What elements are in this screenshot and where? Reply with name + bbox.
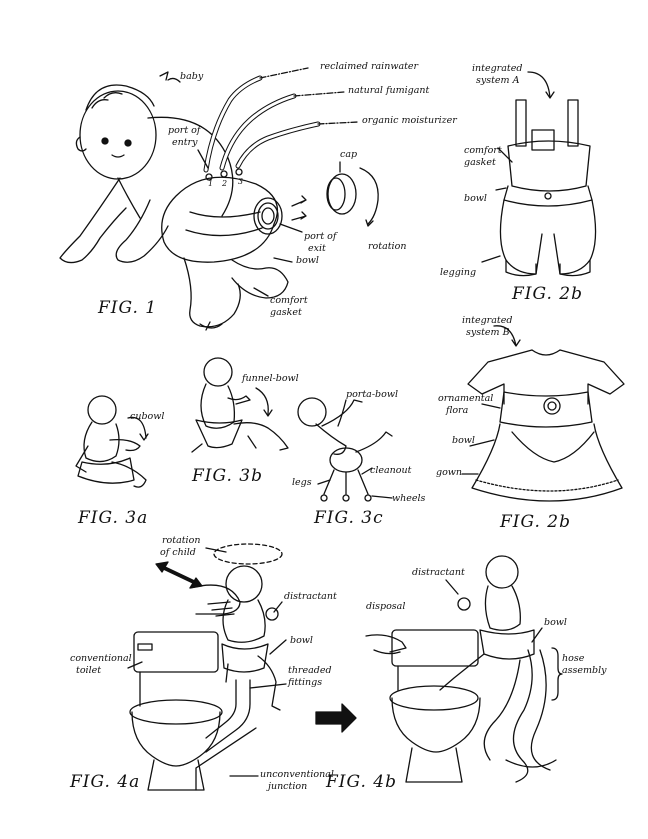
label-port-of-exit-line1: port of — [304, 231, 337, 242]
label-unconventional-junction-line2: junction — [268, 781, 308, 792]
label-funnel-bowl: funnel-bowl — [242, 373, 299, 384]
label-unconventional-junction-line1: unconventional — [260, 769, 334, 780]
fig3b-funnel-bowl-drawing — [191, 357, 289, 453]
label-rotation-of-child-line2: of child — [160, 547, 196, 558]
label-port-of-entry-line2: entry — [172, 137, 198, 148]
label-distractant-4a: distractant — [284, 591, 337, 602]
transition-arrow — [315, 703, 357, 733]
label-bowl-4b: bowl — [544, 617, 567, 628]
figure-caption-fig4a: FIG. 4a — [70, 772, 141, 792]
label-port-of-entry-line1: port of — [168, 125, 201, 136]
label-ornamental-flora-line1: ornamental — [438, 393, 494, 404]
label-organic-moisturizer: organic moisturizer — [362, 115, 457, 126]
label-conventional-toilet-line2: toilet — [76, 665, 102, 676]
port-number-1: 1 — [208, 179, 214, 188]
label-legs: legs — [292, 477, 312, 488]
label-distractant-4b: distractant — [412, 567, 465, 578]
label-hose-assembly-line2: assembly — [562, 665, 607, 676]
port-number-2: 2 — [222, 179, 228, 188]
label-comfort-gasket-2b-line1: comfort — [464, 145, 502, 156]
label-comfort-gasket-fig1-line1: comfort — [270, 295, 308, 306]
label-disposal: disposal — [366, 601, 406, 612]
label-comfort-gasket-fig1-line2: gasket — [270, 307, 302, 318]
port-number-3: 3 — [238, 177, 244, 186]
label-baby: baby — [180, 71, 204, 82]
fig1-baby-drawing — [59, 67, 379, 331]
label-threaded-fittings-line2: fittings — [288, 677, 323, 688]
label-integrated-system-a-line1: integrated — [472, 63, 523, 74]
label-hose-assembly-line1: hose — [562, 653, 585, 664]
label-cubowl: cubowl — [130, 411, 165, 422]
label-legging: legging — [440, 267, 477, 278]
label-integrated-system-b-line1: integrated — [462, 315, 513, 326]
fig2b-gown-drawing — [461, 325, 625, 502]
label-conventional-toilet-line1: conventional — [70, 653, 132, 664]
fig3c-porta-bowl-drawing — [297, 397, 393, 502]
label-rotation: rotation — [368, 241, 407, 252]
label-integrated-system-b-line2: system B — [466, 327, 510, 338]
figure-caption-fig3a: FIG. 3a — [78, 508, 149, 528]
fig4a-toilet-drawing — [127, 543, 287, 791]
label-integrated-system-a-line2: system A — [476, 75, 520, 86]
label-bowl-fig1: bowl — [296, 255, 319, 266]
figure-caption-fig2b-bottom: FIG. 2b — [500, 512, 571, 532]
figure-caption-fig2b-top: FIG. 2b — [512, 284, 583, 304]
figure-caption-fig4b: FIG. 4b — [326, 772, 397, 792]
figure-caption-fig3c: FIG. 3c — [314, 508, 384, 528]
label-bowl-2b-dress: bowl — [452, 435, 475, 446]
label-gown: gown — [436, 467, 463, 478]
label-natural-fumigant: natural fumigant — [348, 85, 430, 96]
label-ornamental-flora-line2: flora — [446, 405, 469, 416]
label-cleanout: cleanout — [370, 465, 412, 476]
fig3a-cubowl-drawing — [75, 395, 149, 488]
label-reclaimed-rainwater: reclaimed rainwater — [320, 61, 419, 72]
fig2b-overalls-drawing — [481, 71, 597, 277]
label-wheels: wheels — [392, 493, 426, 504]
label-port-of-exit-line2: exit — [308, 243, 326, 254]
figure-caption-fig1: FIG. 1 — [98, 298, 158, 318]
label-rotation-of-child-line1: rotation — [162, 535, 201, 546]
label-bowl-2b: bowl — [464, 193, 487, 204]
label-cap: cap — [340, 149, 358, 160]
label-bowl-4a: bowl — [290, 635, 313, 646]
fig4b-toilet-drawing — [365, 555, 563, 783]
label-comfort-gasket-2b-line2: gasket — [464, 157, 496, 168]
label-threaded-fittings-line1: threaded — [288, 665, 332, 676]
figure-caption-fig3b: FIG. 3b — [192, 466, 263, 486]
label-porta-bowl: porta-bowl — [346, 389, 399, 400]
